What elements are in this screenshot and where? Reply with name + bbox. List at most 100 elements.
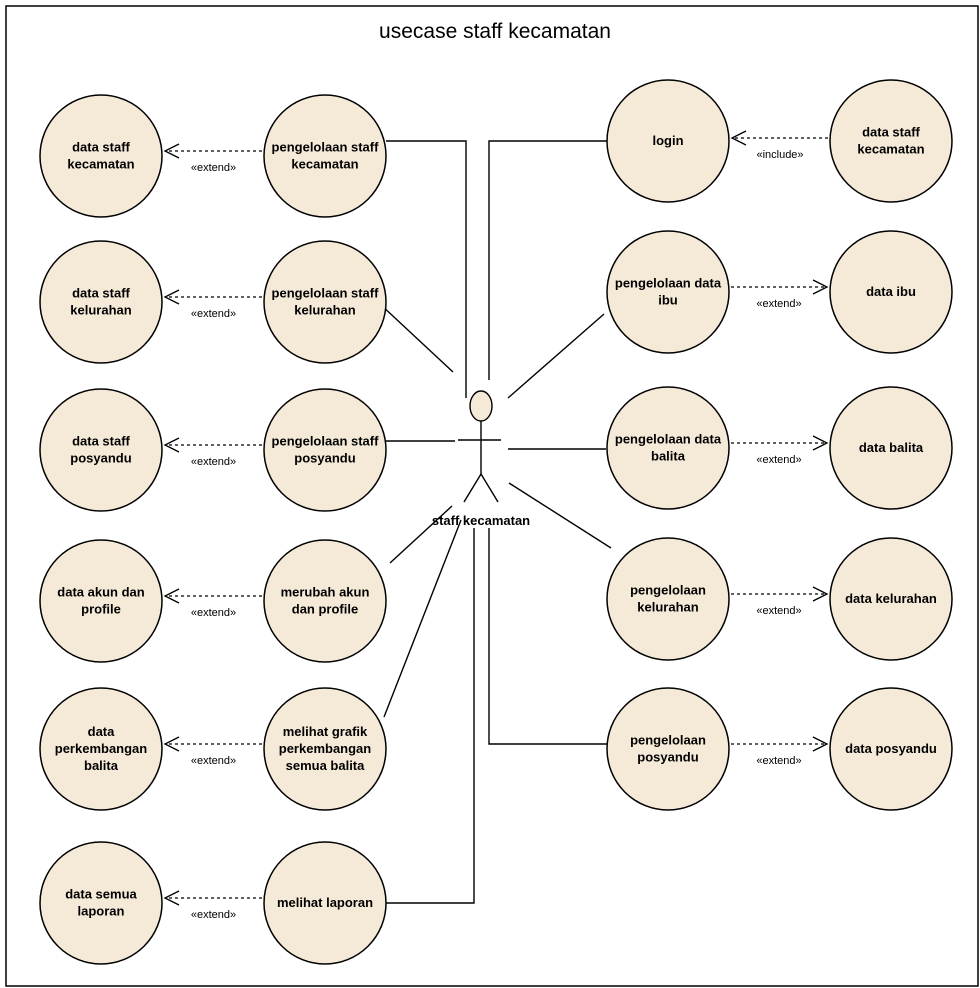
usecase-pengelolaan-data-ibu-label: ibu (658, 293, 678, 308)
extend-arrow-left-4-arrowhead (163, 588, 180, 604)
usecase-pengelolaan-staff-kelurahan-label: kelurahan (294, 303, 355, 318)
usecase-pengelolaan-staff-posyandu-label: posyandu (294, 451, 355, 466)
extend-arrow-left-3-arrowhead (163, 437, 180, 453)
usecase-pengelolaan-staff-kelurahan[interactable]: pengelolaan staff kelurahan (263, 240, 387, 364)
usecase-pengelolaan-posyandu-label: posyandu (637, 750, 698, 765)
usecase-data-staff-kecamatan-label: kecamatan (857, 142, 924, 157)
usecase-login[interactable]: login (606, 79, 730, 203)
usecase-melihat-grafik-perkembangan-semua-balita-ellipse (263, 687, 387, 811)
usecase-data-akun-dan-profile-ellipse (39, 539, 163, 663)
usecase-data-perkembangan-balita-label: balita (84, 758, 119, 773)
usecase-login-label: login (652, 133, 683, 148)
usecase-data-staff-kelurahan-ellipse (39, 240, 163, 364)
usecase-merubah-akun-dan-profile-ellipse (263, 539, 387, 663)
usecase-data-staff-kelurahan-label: data staff (72, 286, 130, 301)
usecase-melihat-grafik-perkembangan-semua-balita[interactable]: melihat grafik perkembangan semua balita (263, 687, 387, 811)
usecase-data-staff-posyandu-ellipse (39, 388, 163, 512)
usecase-data-perkembangan-balita[interactable]: data perkembangan balita (39, 687, 163, 811)
usecase-pengelolaan-staff-kelurahan-label: pengelolaan staff (272, 286, 380, 301)
diagram-title: usecase staff kecamatan (379, 20, 611, 43)
usecase-data-balita[interactable]: data balita (829, 386, 953, 510)
usecase-data-perkembangan-balita-label: perkembangan (55, 741, 148, 756)
usecase-pengelolaan-data-ibu-label: pengelolaan data (615, 276, 722, 291)
usecase-data-kelurahan[interactable]: data kelurahan (829, 537, 953, 661)
actor-right-leg (480, 473, 499, 503)
extend-arrow-right-3-stereotype: «extend» (756, 454, 801, 466)
usecase-pengelolaan-data-ibu-ellipse (606, 230, 730, 354)
usecase-data-posyandu-label: data posyandu (845, 741, 937, 756)
usecase-pengelolaan-data-balita-ellipse (606, 386, 730, 510)
extend-arrow-left-6-arrowhead (163, 890, 180, 906)
usecase-pengelolaan-posyandu-label: pengelolaan (630, 733, 706, 748)
usecase-merubah-akun-dan-profile-label: dan profile (292, 602, 358, 617)
include-arrow-right-1-arrowhead (730, 130, 747, 146)
usecase-pengelolaan-data-balita-label: balita (651, 449, 686, 464)
extend-arrow-right-2-stereotype: «extend» (756, 298, 801, 310)
usecase-pengelolaan-staff-kecamatan-label: kecamatan (291, 157, 358, 172)
extend-arrow-right-4-arrowhead (812, 586, 829, 602)
usecase-data-semua-laporan[interactable]: data semua laporan (39, 841, 163, 965)
actor-staff-kecamatan[interactable]: staff kecamatan (432, 390, 530, 528)
usecase-data-staff-kecamatan-label: data staff (862, 125, 920, 140)
usecase-data-posyandu[interactable]: data posyandu (829, 687, 953, 811)
usecase-pengelolaan-kelurahan-label: kelurahan (637, 600, 698, 615)
usecase-data-kelurahan-ellipse (829, 537, 953, 661)
usecase-pengelolaan-data-ibu[interactable]: pengelolaan data ibu (606, 230, 730, 354)
usecase-pengelolaan-posyandu[interactable]: pengelolaan posyandu (606, 687, 730, 811)
extend-arrow-right-5-stereotype: «extend» (756, 755, 801, 767)
relationship-lines: «extend» «extend» «extend» «extend» «extend»… (163, 130, 829, 921)
usecase-melihat-grafik-perkembangan-semua-balita-label: melihat grafik (283, 724, 368, 739)
diagram-frame (5, 5, 979, 987)
usecase-merubah-akun-dan-profile[interactable]: merubah akun dan profile (263, 539, 387, 663)
usecase-pengelolaan-staff-kecamatan-ellipse (263, 94, 387, 218)
actor-head (469, 390, 493, 422)
association-line-1 (386, 140, 467, 398)
usecase-pengelolaan-staff-kecamatan-label: pengelolaan staff (272, 140, 380, 155)
usecase-melihat-grafik-perkembangan-semua-balita-label: semua balita (286, 758, 366, 773)
usecase-melihat-laporan-ellipse (263, 841, 387, 965)
usecase-pengelolaan-staff-kecamatan[interactable]: pengelolaan staff kecamatan (263, 94, 387, 218)
usecase-data-balita-ellipse (829, 386, 953, 510)
extend-arrow-left-3-stereotype: «extend» (191, 456, 236, 468)
usecase-data-semua-laporan-label: laporan (78, 904, 125, 919)
usecase-data-staff-kecamatan-label: data staff (72, 140, 130, 155)
usecase-merubah-akun-dan-profile-label: merubah akun (281, 585, 370, 600)
extend-arrow-left-5-stereotype: «extend» (191, 755, 236, 767)
extend-arrow-left-2-arrowhead (163, 289, 180, 305)
usecase-pengelolaan-staff-kelurahan-ellipse (263, 240, 387, 364)
usecase-data-semua-laporan-label: data semua (65, 887, 137, 902)
usecase-melihat-grafik-perkembangan-semua-balita-label: perkembangan (279, 741, 372, 756)
association-line-4 (389, 505, 453, 564)
usecase-data-balita-label: data balita (859, 440, 924, 455)
usecase-data-staff-kecamatan-ellipse (829, 79, 953, 203)
extend-arrow-right-3-arrowhead (812, 435, 829, 451)
usecase-data-ibu[interactable]: data ibu (829, 230, 953, 354)
usecase-melihat-laporan[interactable]: melihat laporan (263, 841, 387, 965)
usecase-data-ibu-ellipse (829, 230, 953, 354)
extend-arrow-left-1-arrowhead (163, 143, 180, 159)
usecase-data-semua-laporan-ellipse (39, 841, 163, 965)
extend-arrow-left-2-stereotype: «extend» (191, 308, 236, 320)
association-line-11 (488, 528, 607, 745)
usecase-data-perkembangan-balita-ellipse (39, 687, 163, 811)
association-line-2 (379, 303, 454, 373)
usecase-pengelolaan-kelurahan-ellipse (606, 537, 730, 661)
actor-left-leg (463, 473, 482, 503)
association-line-10 (508, 482, 612, 549)
extend-arrow-right-2-arrowhead (812, 279, 829, 295)
usecase-data-perkembangan-balita-label: data (88, 724, 116, 739)
extend-arrow-left-6-stereotype: «extend» (191, 909, 236, 921)
extend-arrow-left-1-stereotype: «extend» (191, 162, 236, 174)
usecase-data-staff-kecamatan[interactable]: data staff kecamatan (829, 79, 953, 203)
extend-arrow-right-4-stereotype: «extend» (756, 605, 801, 617)
usecase-data-staff-posyandu-label: data staff (72, 434, 130, 449)
usecase-data-posyandu-ellipse (829, 687, 953, 811)
